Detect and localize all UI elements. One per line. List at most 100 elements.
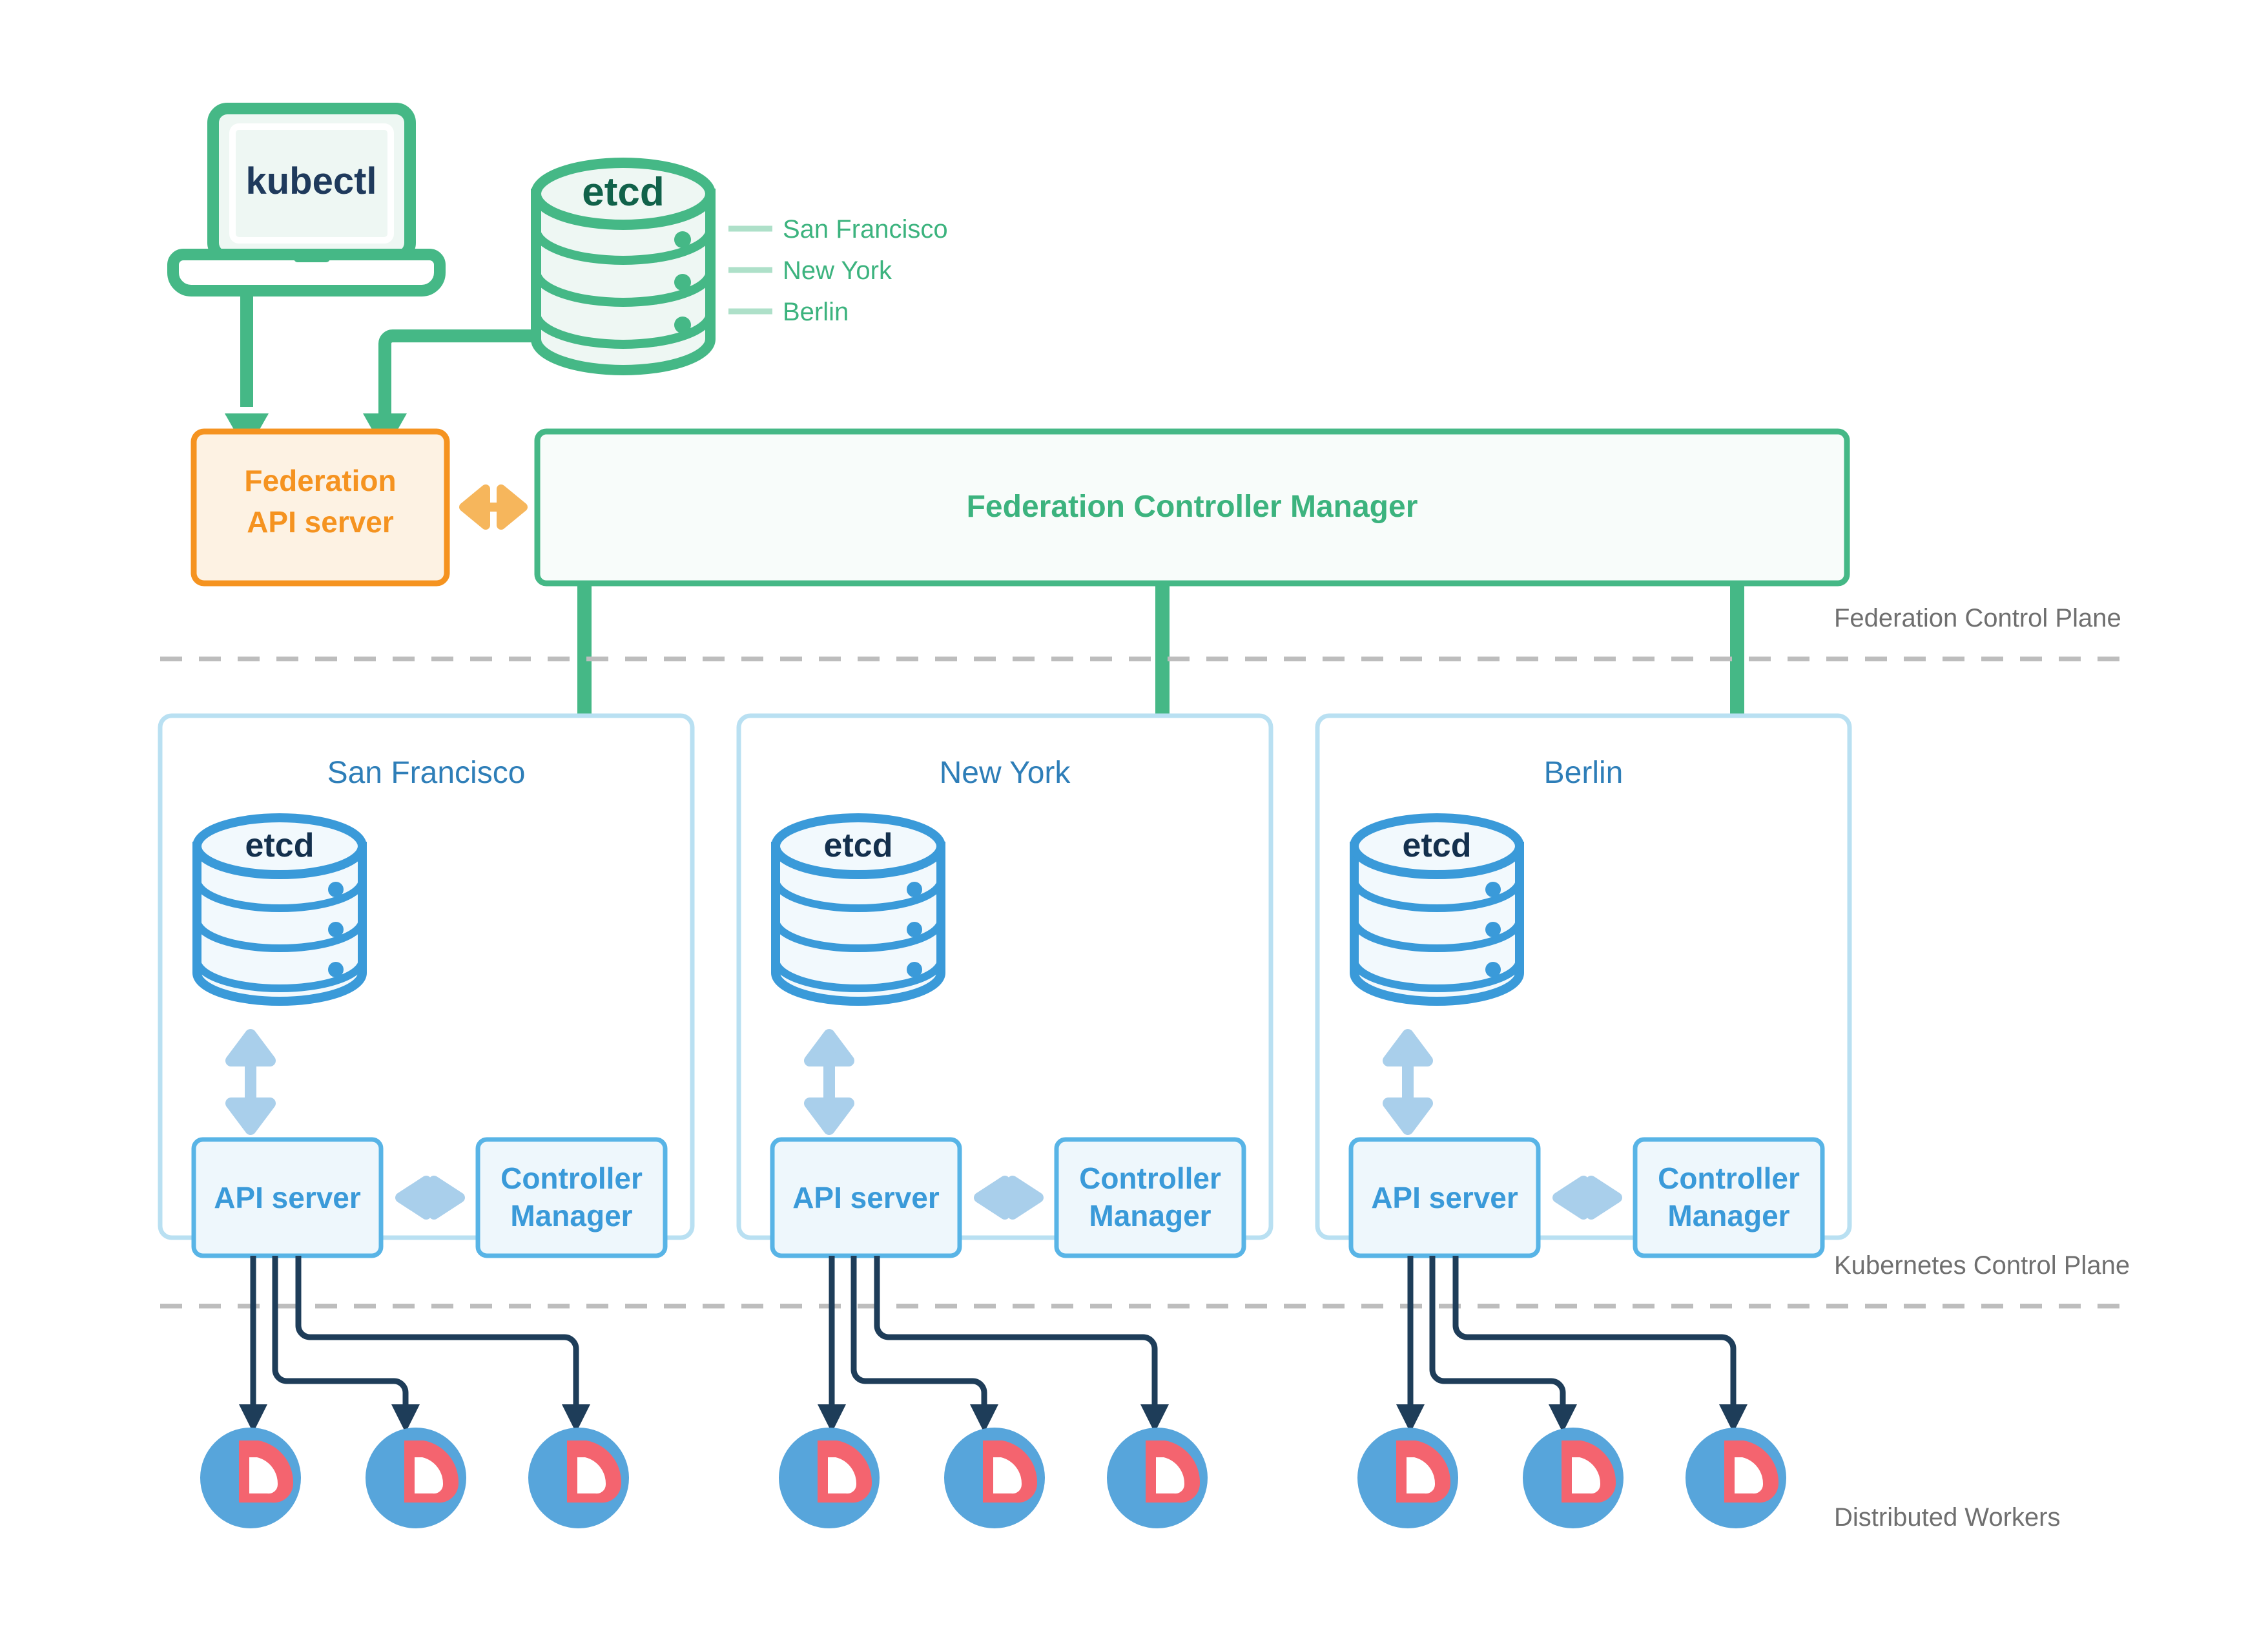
etcd-dot-3 xyxy=(674,317,691,333)
cluster-etcd-dot-1 xyxy=(328,882,344,897)
plane-label-kubernetes: Kubernetes Control Plane xyxy=(1834,1251,2130,1280)
arrowhead-worker-berlin-3 xyxy=(1719,1404,1747,1433)
arrowhead-worker-sf-2 xyxy=(391,1404,420,1433)
cluster-etcd-label-new-york: etcd xyxy=(824,827,893,864)
controller-manager-label-line1-san-francisco: Controller xyxy=(500,1161,643,1195)
worker-pod-inner-icon xyxy=(249,1457,278,1494)
federation-controller-manager-rect[interactable] xyxy=(534,428,1850,587)
etcd-band-3 xyxy=(531,313,715,349)
arrowhead-worker-berlin-2 xyxy=(1549,1404,1577,1433)
kubectl-laptop: kubectl xyxy=(167,103,446,296)
arrow-etcd-apiserver-berlin xyxy=(1383,1029,1433,1135)
federation-api-server-label-line1: Federation xyxy=(244,464,396,497)
etcd-dot-1 xyxy=(674,231,691,248)
api-server-label-berlin: API server xyxy=(1371,1181,1518,1214)
divider-federation-control-plane: Federation Control Plane xyxy=(160,604,2131,661)
worker-connectors-berlin xyxy=(1396,1256,1747,1433)
arrow-apiserver-cm-new-york xyxy=(974,1176,1044,1220)
worker-node-ny-1[interactable] xyxy=(779,1428,880,1528)
worker-node-ny-3[interactable] xyxy=(1107,1428,1208,1528)
controller-manager-label-line2-new-york: Manager xyxy=(1089,1199,1211,1233)
arrow-fedapi-to-fcm xyxy=(459,484,528,530)
cluster-etcd-label-berlin: etcd xyxy=(1403,827,1472,864)
controller-manager-box-new-york[interactable]: Controller Manager xyxy=(1054,1137,1246,1258)
legend-label-san-francisco: San Francisco xyxy=(783,215,948,244)
worker-node-sf-2[interactable] xyxy=(366,1428,466,1528)
worker-node-sf-1[interactable] xyxy=(200,1428,301,1528)
federation-api-server-rect[interactable] xyxy=(191,428,450,587)
controller-manager-rect-san-francisco[interactable] xyxy=(475,1137,668,1258)
cluster-title-berlin: Berlin xyxy=(1544,756,1624,790)
etcd-top-icon xyxy=(531,158,716,230)
federation-api-server-box[interactable]: Federation API server xyxy=(191,428,450,587)
federation-controller-manager-box[interactable]: Federation Controller Manager xyxy=(534,428,1850,587)
federation-etcd-label: etcd xyxy=(582,170,664,214)
worker-pod-inner-icon xyxy=(993,1457,1022,1494)
divider-kubernetes-control-plane: Kubernetes Control Plane xyxy=(160,1251,2131,1309)
arrowhead-worker-sf-3 xyxy=(562,1404,590,1433)
arrowhead-worker-ny-1 xyxy=(818,1404,846,1433)
api-server-rect-berlin[interactable] xyxy=(1348,1137,1541,1258)
cluster-box-berlin[interactable]: Berlin etcd API server Controller Manage… xyxy=(1315,713,1852,1258)
api-server-rect-new-york[interactable] xyxy=(770,1137,962,1258)
controller-manager-label-line1-new-york: Controller xyxy=(1079,1161,1221,1195)
legend-label-new-york: New York xyxy=(783,256,892,285)
worker-pod-inner-icon xyxy=(1572,1457,1601,1494)
etcd-band-1 xyxy=(531,229,715,265)
controller-manager-rect-new-york[interactable] xyxy=(1054,1137,1246,1258)
worker-pod-inner-icon xyxy=(1156,1457,1185,1494)
legend-label-berlin: Berlin xyxy=(783,298,849,326)
worker-node-berlin-1[interactable] xyxy=(1357,1428,1458,1528)
api-server-label-san-francisco: API server xyxy=(214,1181,361,1214)
kubectl-label: kubectl xyxy=(245,160,376,202)
controller-manager-box-berlin[interactable]: Controller Manager xyxy=(1633,1137,1825,1258)
api-server-box-berlin[interactable]: API server xyxy=(1348,1137,1541,1258)
cluster-etcd-label-san-francisco: etcd xyxy=(245,827,314,864)
arrow-etcd-apiserver-new-york xyxy=(804,1029,854,1135)
cluster-etcd-dot-2 xyxy=(328,922,344,937)
arrow-apiserver-cm-san-francisco xyxy=(395,1176,465,1220)
arrow-etcd-apiserver-san-francisco xyxy=(225,1029,276,1135)
worker-connectors-san-francisco xyxy=(239,1256,590,1433)
plane-label-federation: Federation Control Plane xyxy=(1834,604,2121,632)
laptop-notch-icon xyxy=(294,249,330,262)
arrowhead-worker-ny-2 xyxy=(970,1404,998,1433)
api-server-box-san-francisco[interactable]: API server xyxy=(191,1137,384,1258)
worker-node-berlin-2[interactable] xyxy=(1523,1428,1624,1528)
api-server-rect-san-francisco[interactable] xyxy=(191,1137,384,1258)
arrowhead-worker-ny-3 xyxy=(1140,1404,1169,1433)
etcd-body-icon xyxy=(531,189,716,375)
api-server-box-new-york[interactable]: API server xyxy=(770,1137,962,1258)
controller-manager-label-line2-berlin: Manager xyxy=(1667,1199,1789,1233)
etcd-region-legend: San Francisco New York Berlin xyxy=(728,215,948,326)
laptop-screen-inner xyxy=(229,123,394,244)
federation-etcd-cylinder: etcd xyxy=(531,158,716,375)
api-server-label-new-york: API server xyxy=(792,1181,940,1214)
federation-api-server-label-line2: API server xyxy=(247,505,394,539)
cluster-etcd-dot-3 xyxy=(328,962,344,977)
cluster-etcd-berlin: etcd xyxy=(1350,813,1524,1006)
worker-pod-inner-icon xyxy=(577,1457,606,1494)
cluster-box-san-francisco[interactable]: San Francisco etcd API server xyxy=(158,713,695,1258)
etcd-elbow-path xyxy=(378,329,536,413)
cluster-box-new-york[interactable]: New York etcd API server Controller Mana… xyxy=(736,713,1273,1258)
worker-node-ny-2[interactable] xyxy=(944,1428,1045,1528)
controller-manager-rect-berlin[interactable] xyxy=(1633,1137,1825,1258)
controller-manager-box-san-francisco[interactable]: Controller Manager xyxy=(475,1137,668,1258)
plane-label-workers: Distributed Workers xyxy=(1834,1503,2060,1532)
worker-pod-inner-icon xyxy=(1407,1457,1436,1494)
cluster-etcd-san-francisco: etcd xyxy=(192,813,367,1006)
etcd-dot-2 xyxy=(674,274,691,291)
worker-pod-inner-icon xyxy=(828,1457,857,1494)
worker-node-sf-3[interactable] xyxy=(528,1428,629,1528)
cluster-title-new-york: New York xyxy=(940,756,1071,790)
worker-connectors-new-york xyxy=(818,1256,1169,1433)
arrowhead-worker-berlin-1 xyxy=(1396,1404,1425,1433)
laptop-base-icon xyxy=(167,249,446,296)
arrow-apiserver-cm-berlin xyxy=(1552,1176,1622,1220)
worker-node-berlin-3[interactable] xyxy=(1686,1428,1786,1528)
worker-pod-inner-icon xyxy=(415,1457,444,1494)
arrowhead-worker-sf-1 xyxy=(239,1404,267,1433)
worker-pod-inner-icon xyxy=(1735,1457,1764,1494)
